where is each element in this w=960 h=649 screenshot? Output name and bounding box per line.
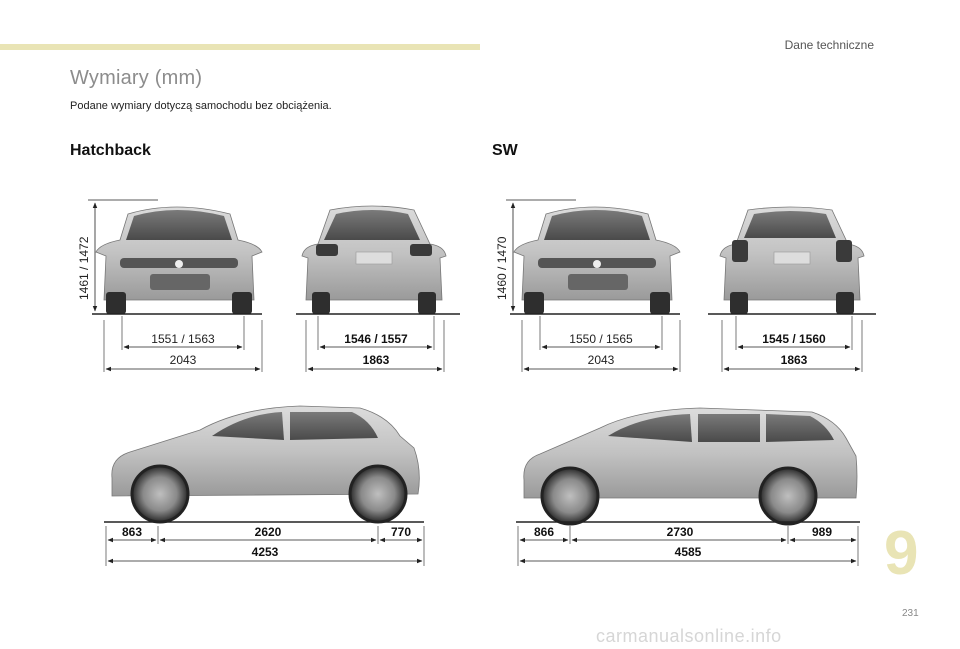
- hatchback-width-label: 1863: [363, 353, 390, 367]
- sw-heading: SW: [492, 142, 518, 159]
- sw-side-view: [523, 407, 858, 526]
- sw-rear-view: [719, 206, 865, 314]
- sw-length-label: 4585: [675, 545, 702, 559]
- watermark: carmanualsonline.info: [596, 626, 782, 646]
- sw-front-view: [513, 206, 681, 314]
- hatchback-height-label: 1461 / 1472: [77, 236, 91, 300]
- hatchback-wheelbase-label: 2620: [255, 525, 282, 539]
- sw-wheelbase-label: 2730: [667, 525, 694, 539]
- sw-rear-overhang-label: 989: [812, 525, 832, 539]
- page-title: Wymiary (mm): [70, 67, 203, 89]
- page-subtitle: Podane wymiary dotyczą samochodu bez obc…: [70, 100, 332, 112]
- hatchback-front-overhang-label: 863: [122, 525, 142, 539]
- hatchback-rear-track-label: 1546 / 1557: [344, 332, 408, 346]
- hatchback-length-label: 4253: [252, 545, 279, 559]
- sw-front-track-label: 1550 / 1565: [569, 332, 633, 346]
- hatchback-side-view: [111, 405, 420, 524]
- hatchback-front-track-label: 1551 / 1563: [151, 332, 215, 346]
- accent-bar: [0, 44, 480, 50]
- hatchback-rear-view: [301, 205, 447, 314]
- hatchback-mirror-width-label: 2043: [170, 353, 197, 367]
- section-label: Dane techniczne: [784, 38, 874, 52]
- sw-height-label: 1460 / 1470: [495, 236, 509, 300]
- sw-mirror-width-label: 2043: [588, 353, 615, 367]
- sw-rear-track-label: 1545 / 1560: [762, 332, 826, 346]
- hatchback-rear-overhang-label: 770: [391, 525, 411, 539]
- sw-width-label: 1863: [781, 353, 808, 367]
- chapter-number: 9: [884, 519, 919, 588]
- page-number: 231: [902, 608, 919, 619]
- sw-front-overhang-label: 866: [534, 525, 554, 539]
- hatchback-heading: Hatchback: [70, 142, 151, 159]
- hatchback-front-view: [95, 206, 263, 314]
